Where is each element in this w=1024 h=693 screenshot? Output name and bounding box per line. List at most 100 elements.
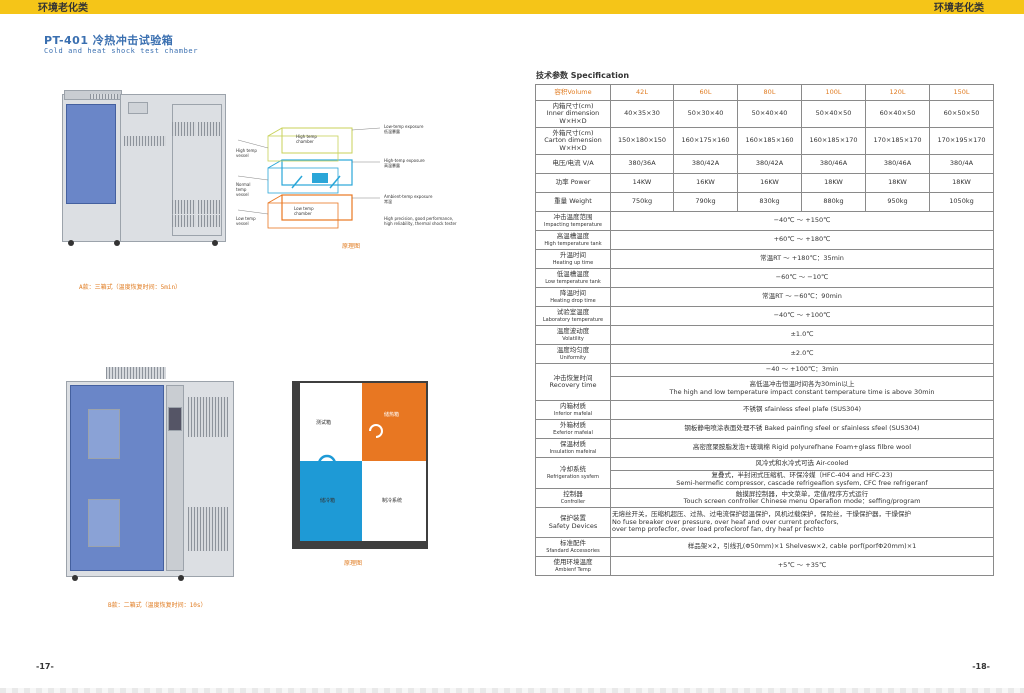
cell: 16KW	[737, 173, 802, 193]
cell: 常温RT ～ +180℃：35min	[610, 249, 994, 269]
machine-b-illustration	[66, 367, 234, 587]
table-row-volume: 容积Volume 42L 60L 80L 100L 120L 150L	[535, 84, 994, 101]
caption-a: A款：三箱式（温度恢复时间：5min）	[79, 284, 182, 291]
cell: 钢板静电喷涂表面处理不锈 Baked painfing sfeel or sfa…	[610, 419, 994, 439]
label-low-temp-chamber: Low temp chamber	[294, 206, 314, 216]
cell: 不锈钢 sfainless sfeel plafe (SUS304)	[610, 400, 994, 420]
cell: 50×40×40	[737, 100, 802, 128]
cell: 380/4A	[929, 154, 994, 174]
cell: 高密度聚胺脂发泡+玻璃棉 Rigid polyurefhane Foam+gla…	[610, 438, 994, 458]
cell: 1050kg	[929, 192, 994, 212]
cell: 120L	[865, 84, 930, 101]
spec-title: 技术参数 Specification	[536, 71, 630, 80]
cell: 常温RT ～ −60℃：90min	[610, 287, 994, 307]
table-row-voltage: 电压/电流 V/A 380/36A 380/42A 380/42A 380/46…	[535, 154, 994, 174]
cell: 950kg	[865, 192, 930, 212]
bottom-strip	[0, 688, 1024, 693]
cell: 150L	[929, 84, 994, 101]
product-subtitle: Cold and heat shock test chamber	[44, 47, 199, 55]
cell: 60L	[673, 84, 738, 101]
cell: 18KW	[929, 173, 994, 193]
cell: −40℃ ～ +100℃	[610, 306, 994, 326]
cell: 160×175×160	[673, 127, 738, 155]
cell: 830kg	[737, 192, 802, 212]
cell: 150×180×150	[610, 127, 674, 155]
table-row-weight: 重量 Weight 750kg 790kg 830kg 880kg 950kg …	[535, 192, 994, 212]
cell: +60℃ ～ +180℃	[610, 230, 994, 250]
cell-label: 电压/电流 V/A	[535, 154, 611, 174]
cell-label: 功率 Power	[535, 173, 611, 193]
refresh-icon	[369, 424, 383, 438]
cell: 60×40×50	[865, 100, 930, 128]
cell: −60℃ ～ −10℃	[610, 268, 994, 288]
cell: 160×185×160	[737, 127, 802, 155]
cell: 样品架×2，引线孔(Φ50mm)×1 Shelvesw×2, cable por…	[610, 537, 994, 557]
label-heat-storage: 储热箱	[384, 412, 400, 418]
cell: 80L	[737, 84, 802, 101]
cell: 100L	[801, 84, 866, 101]
principle-diagram-a: High temp vessel Normal temp vessel Low …	[232, 118, 492, 248]
cell: −40℃ ～ +150℃	[610, 211, 994, 231]
cell: 42L	[610, 84, 674, 101]
cell: 复叠式，半封闭式压缩机、环保冷媒（HFC-404 and HFC-23)Semi…	[610, 470, 994, 489]
cell: −40 ～ +100℃：3min	[610, 363, 994, 377]
cell: 160×185×170	[801, 127, 866, 155]
label-test-chamber: 测试箱	[316, 420, 332, 426]
cell: ±1.0℃	[610, 325, 994, 345]
principle-diagram-b: 测试箱 储热箱 储冷箱 制冷系统	[292, 381, 428, 549]
cell: 380/46A	[865, 154, 930, 174]
cell: 14KW	[610, 173, 674, 193]
cell: 18KW	[801, 173, 866, 193]
label-normal-temp-vessel: Normal temp vessel	[236, 182, 251, 197]
cell-volume-label: 容积Volume	[535, 84, 611, 101]
principle-caption-2: 原理图	[344, 560, 363, 567]
cell: +5℃ ～ +35℃	[610, 556, 994, 576]
cell: 170×195×170	[929, 127, 994, 155]
cell: 风冷式和水冷式可选 Air-cooled	[610, 457, 994, 471]
cell: 18KW	[865, 173, 930, 193]
cell: 50×40×50	[801, 100, 866, 128]
cell: 60×50×50	[929, 100, 994, 128]
cell: 380/42A	[673, 154, 738, 174]
label-cold-storage: 储冷箱	[320, 498, 336, 504]
refresh-icon-cold	[317, 454, 337, 474]
cell: 380/46A	[801, 154, 866, 174]
table-row-power: 功率 Power 14KW 16KW 16KW 18KW 18KW 18KW	[535, 173, 994, 193]
cell: 380/36A	[610, 154, 674, 174]
